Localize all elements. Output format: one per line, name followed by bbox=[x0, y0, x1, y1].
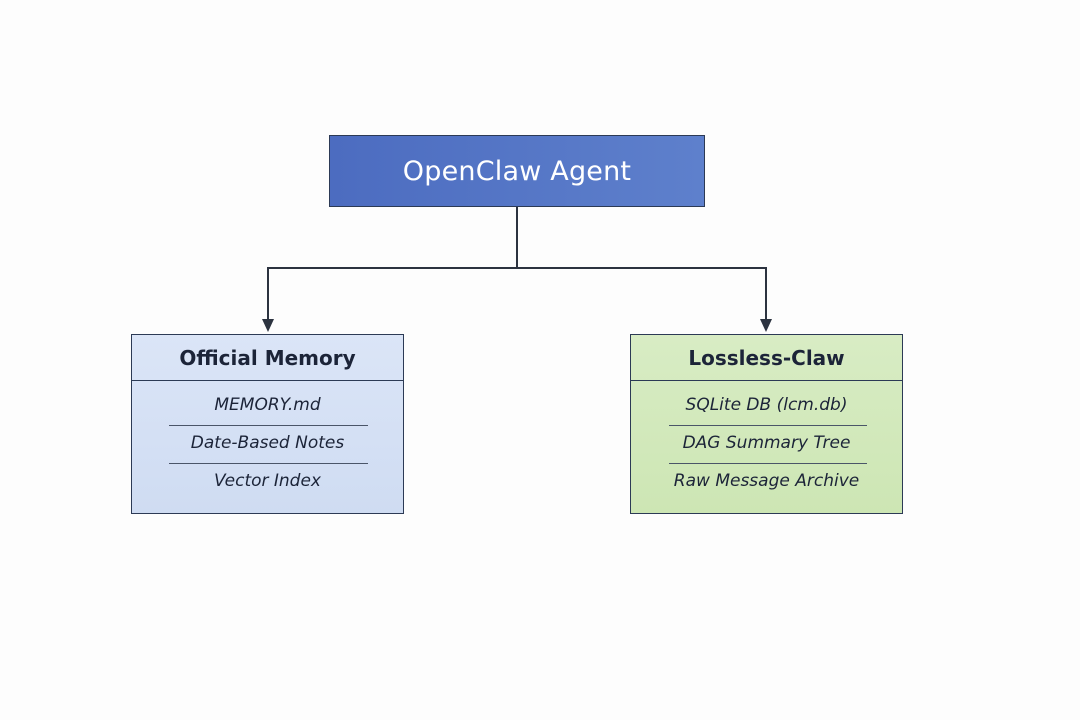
lossless-claw-item: Raw Message Archive bbox=[673, 471, 860, 491]
official-memory-item: Date-Based Notes bbox=[190, 433, 345, 453]
right-arrowhead-icon bbox=[760, 319, 772, 332]
lossless-claw-item: SQLite DB (lcm.db) bbox=[685, 395, 848, 415]
official-memory-item: Vector Index bbox=[214, 471, 321, 491]
item-divider bbox=[669, 463, 867, 464]
node-official-memory-title: Official Memory bbox=[132, 335, 403, 381]
left-arrowhead-icon bbox=[262, 319, 274, 332]
lossless-claw-item: DAG Summary Tree bbox=[682, 433, 851, 453]
node-lossless-claw: Lossless-Claw SQLite DB (lcm.db) DAG Sum… bbox=[630, 334, 903, 514]
root-node-label: OpenClaw Agent bbox=[402, 155, 632, 187]
official-memory-item: MEMORY.md bbox=[214, 395, 321, 415]
item-divider bbox=[169, 463, 368, 464]
root-node-openclaw-agent: OpenClaw Agent bbox=[329, 135, 705, 207]
node-official-memory: Official Memory MEMORY.md Date-Based Not… bbox=[131, 334, 404, 514]
node-lossless-claw-title: Lossless-Claw bbox=[631, 335, 902, 381]
item-divider bbox=[669, 425, 867, 426]
item-divider bbox=[169, 425, 368, 426]
